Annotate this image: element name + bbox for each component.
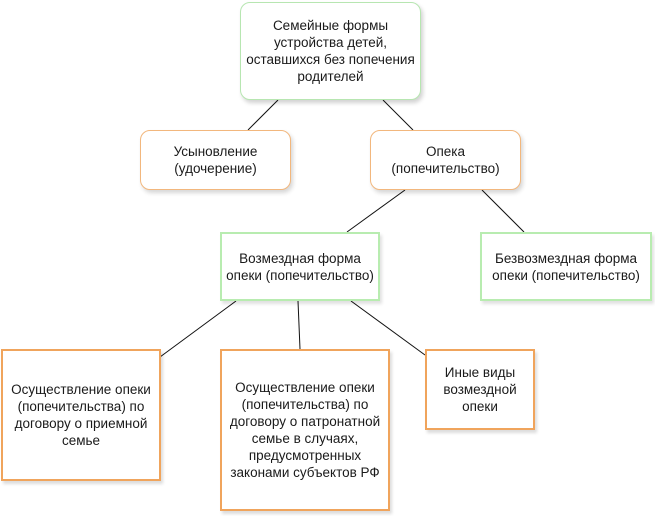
free-form-node-label: Безвозмездная форма опеки (попечительств… [492,250,640,283]
connector-guardianship-paid [346,189,406,233]
guardianship-node-label: Опека (попечительство) [391,144,500,176]
connector-paid-other [350,300,426,356]
paid-form-node: Возмездная форма опеки (попечительство) [220,232,380,301]
root-node: Семейные формы устройства детей, оставши… [240,2,421,100]
adoption-node: Усыновление (удочерение) [140,130,291,190]
root-node-label: Семейные формы устройства детей, оставши… [246,18,415,84]
other-paid-node-label: Иные виды возмездной опеки [443,365,517,414]
foster-family-node-label: Осуществление опеки (попечительства) по … [11,382,151,448]
adoption-node-label: Усыновление (удочерение) [173,144,258,176]
guardianship-node: Опека (попечительство) [370,130,521,190]
connector-guardianship-free [481,189,525,233]
patronage-family-node-label: Осуществление опеки (попечительства) по … [229,380,381,480]
patronage-family-node: Осуществление опеки (попечительства) по … [220,349,390,511]
paid-form-node-label: Возмездная форма опеки (попечительство) [226,250,374,283]
connector-root-guardianship [382,99,414,131]
other-paid-node: Иные виды возмездной опеки [425,349,535,430]
connector-paid-patronage [297,300,301,350]
connector-root-adoption [247,99,279,131]
foster-family-node: Осуществление опеки (попечительства) по … [1,349,161,481]
free-form-node: Безвозмездная форма опеки (попечительств… [480,232,652,301]
